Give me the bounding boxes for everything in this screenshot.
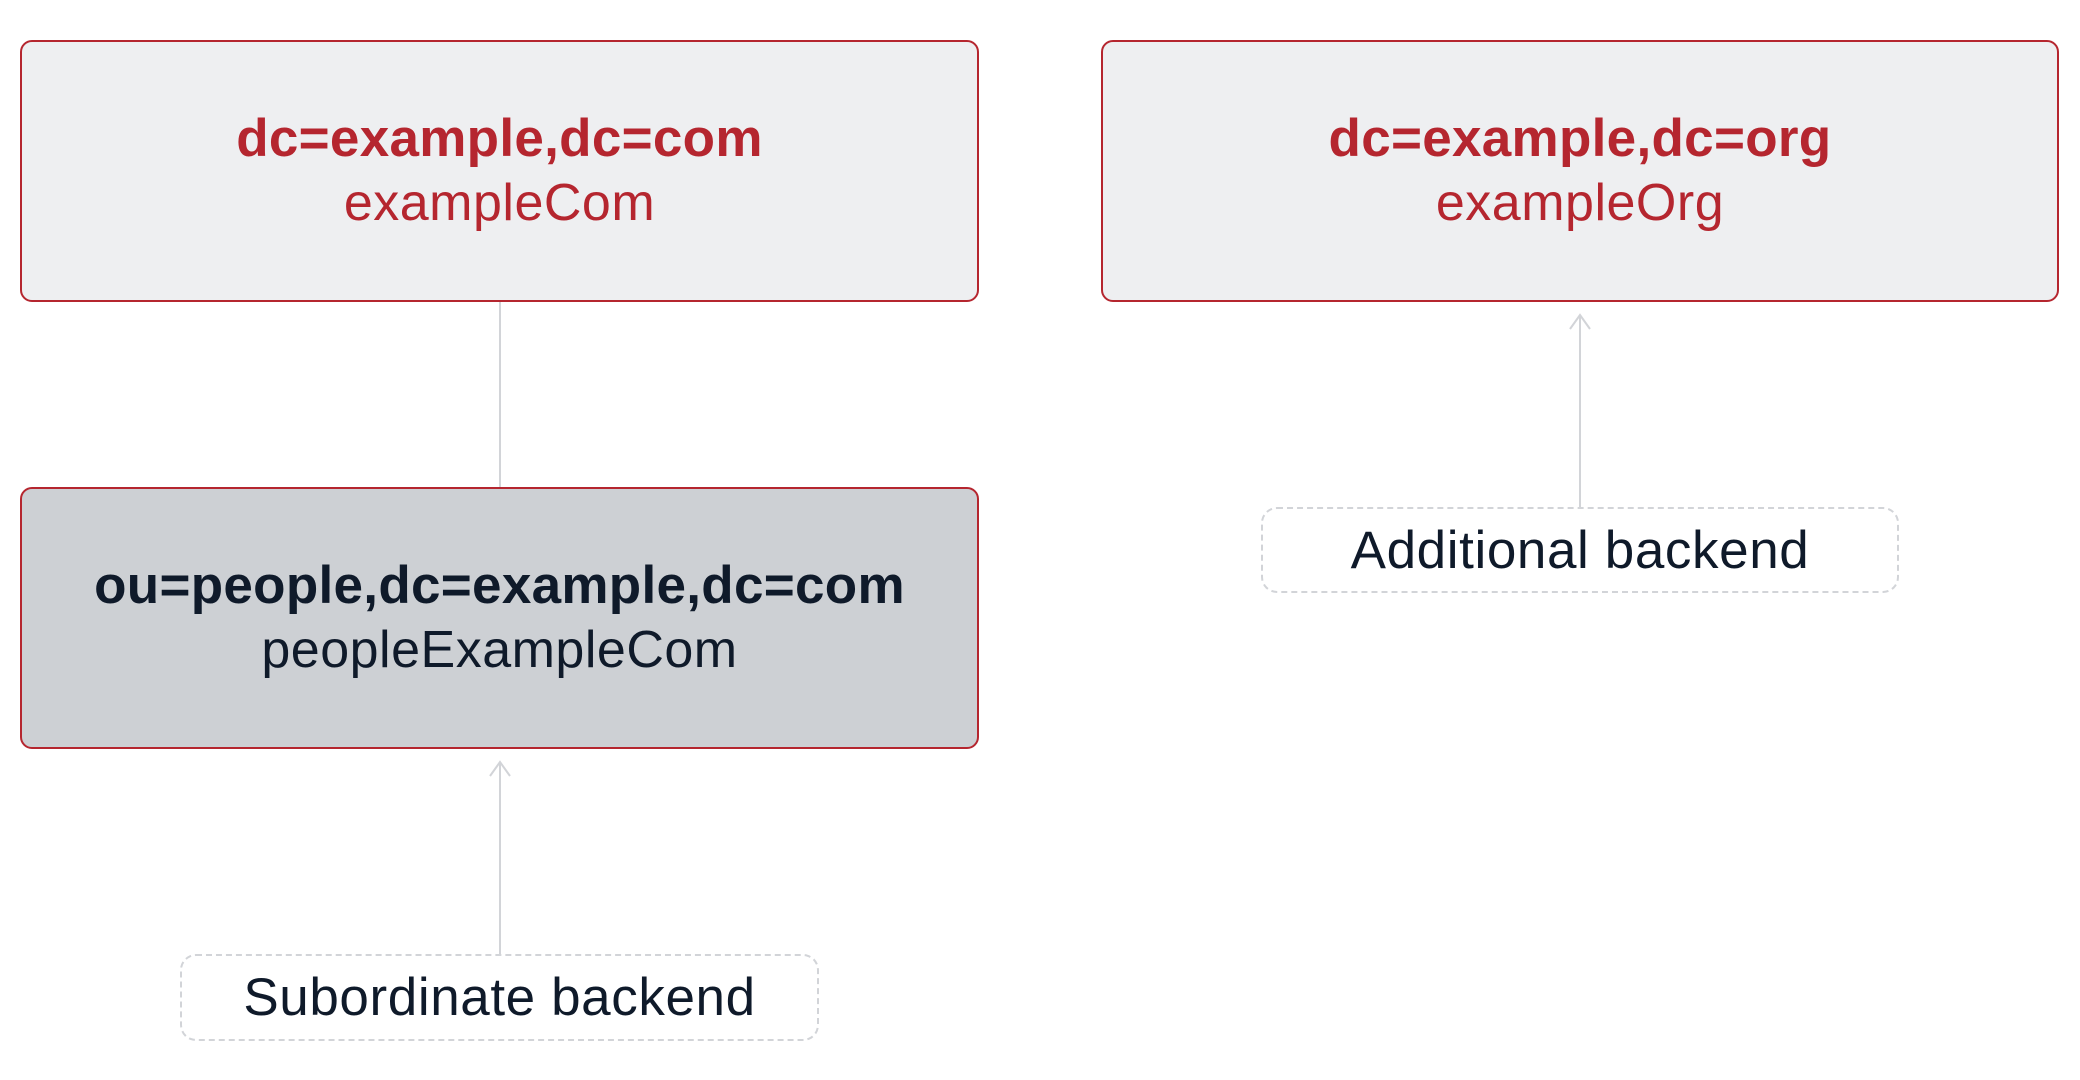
node-people-example-com: ou=people,dc=example,dc=com peopleExampl… [20,487,979,749]
node-backend-name: exampleCom [343,174,656,232]
subordinate-backend-text: Subordinate backend [243,968,756,1027]
additional-backend-label: Additional backend [1261,507,1899,593]
node-dn: dc=example,dc=com [236,109,763,168]
node-dn: ou=people,dc=example,dc=com [94,556,905,615]
subordinate-backend-label: Subordinate backend [180,954,819,1041]
node-dn: dc=example,dc=org [1328,109,1832,168]
subordinate-arrow-icon [489,760,511,954]
node-backend-name: exampleOrg [1435,174,1725,232]
node-example-org: dc=example,dc=org exampleOrg [1101,40,2059,302]
node-backend-name: peopleExampleCom [261,621,738,679]
additional-backend-text: Additional backend [1350,520,1810,580]
node-example-com: dc=example,dc=com exampleCom [20,40,979,302]
additional-arrow-icon [1569,313,1591,507]
